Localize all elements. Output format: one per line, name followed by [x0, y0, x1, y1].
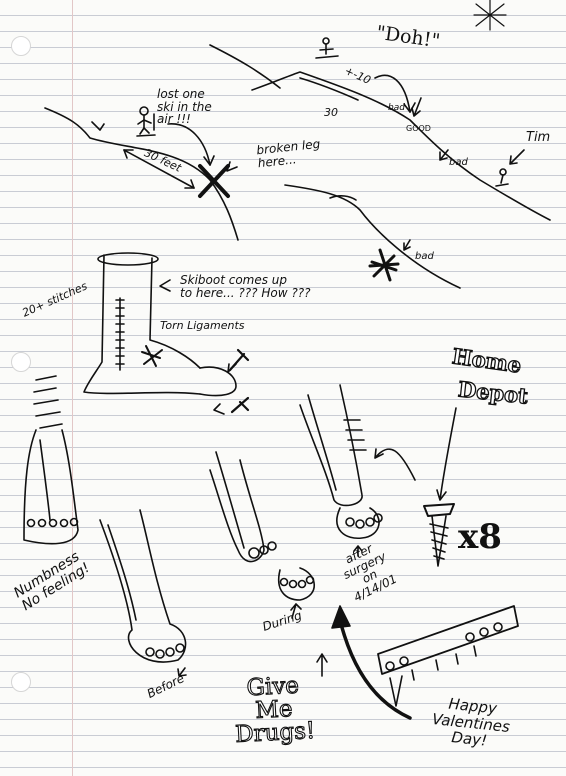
valentines-note: Happy Valentines Day!: [431, 694, 511, 750]
give-me-drugs-note: Give Me Drugs!: [234, 672, 316, 749]
good-label: GOOD: [406, 124, 431, 133]
bad-label-3: bad: [415, 251, 434, 262]
lost-ski-note: lost one ski in the air !!!: [157, 87, 212, 127]
label-arrows: [159, 97, 525, 292]
tim-label: Tim: [526, 130, 551, 145]
leg-in-ski-boot: [83, 252, 250, 415]
bad-label-2: bad: [449, 157, 468, 168]
ski-boot-note: Skiboot comes up to here... ??? How ???: [180, 273, 311, 300]
ski-slope-left: [44, 106, 239, 241]
margin-line: [72, 0, 73, 776]
binder-hole: [11, 352, 31, 372]
foot-during: [209, 451, 316, 619]
thirty-label: 30: [324, 106, 338, 119]
torn-ligaments-note: Torn Ligaments: [160, 319, 245, 332]
foot-before: [99, 509, 187, 677]
ski-slope-right: [209, 37, 551, 289]
binder-hole: [11, 672, 31, 692]
home-depot-screw: [316, 407, 519, 720]
snowflake-icon: [473, 0, 507, 31]
bad-label-1: bad: [388, 103, 405, 113]
numb-foot: [23, 375, 79, 545]
foot-after-surgery: [299, 384, 383, 557]
binder-hole: [11, 36, 31, 56]
times-eight-label: x8: [458, 517, 502, 557]
